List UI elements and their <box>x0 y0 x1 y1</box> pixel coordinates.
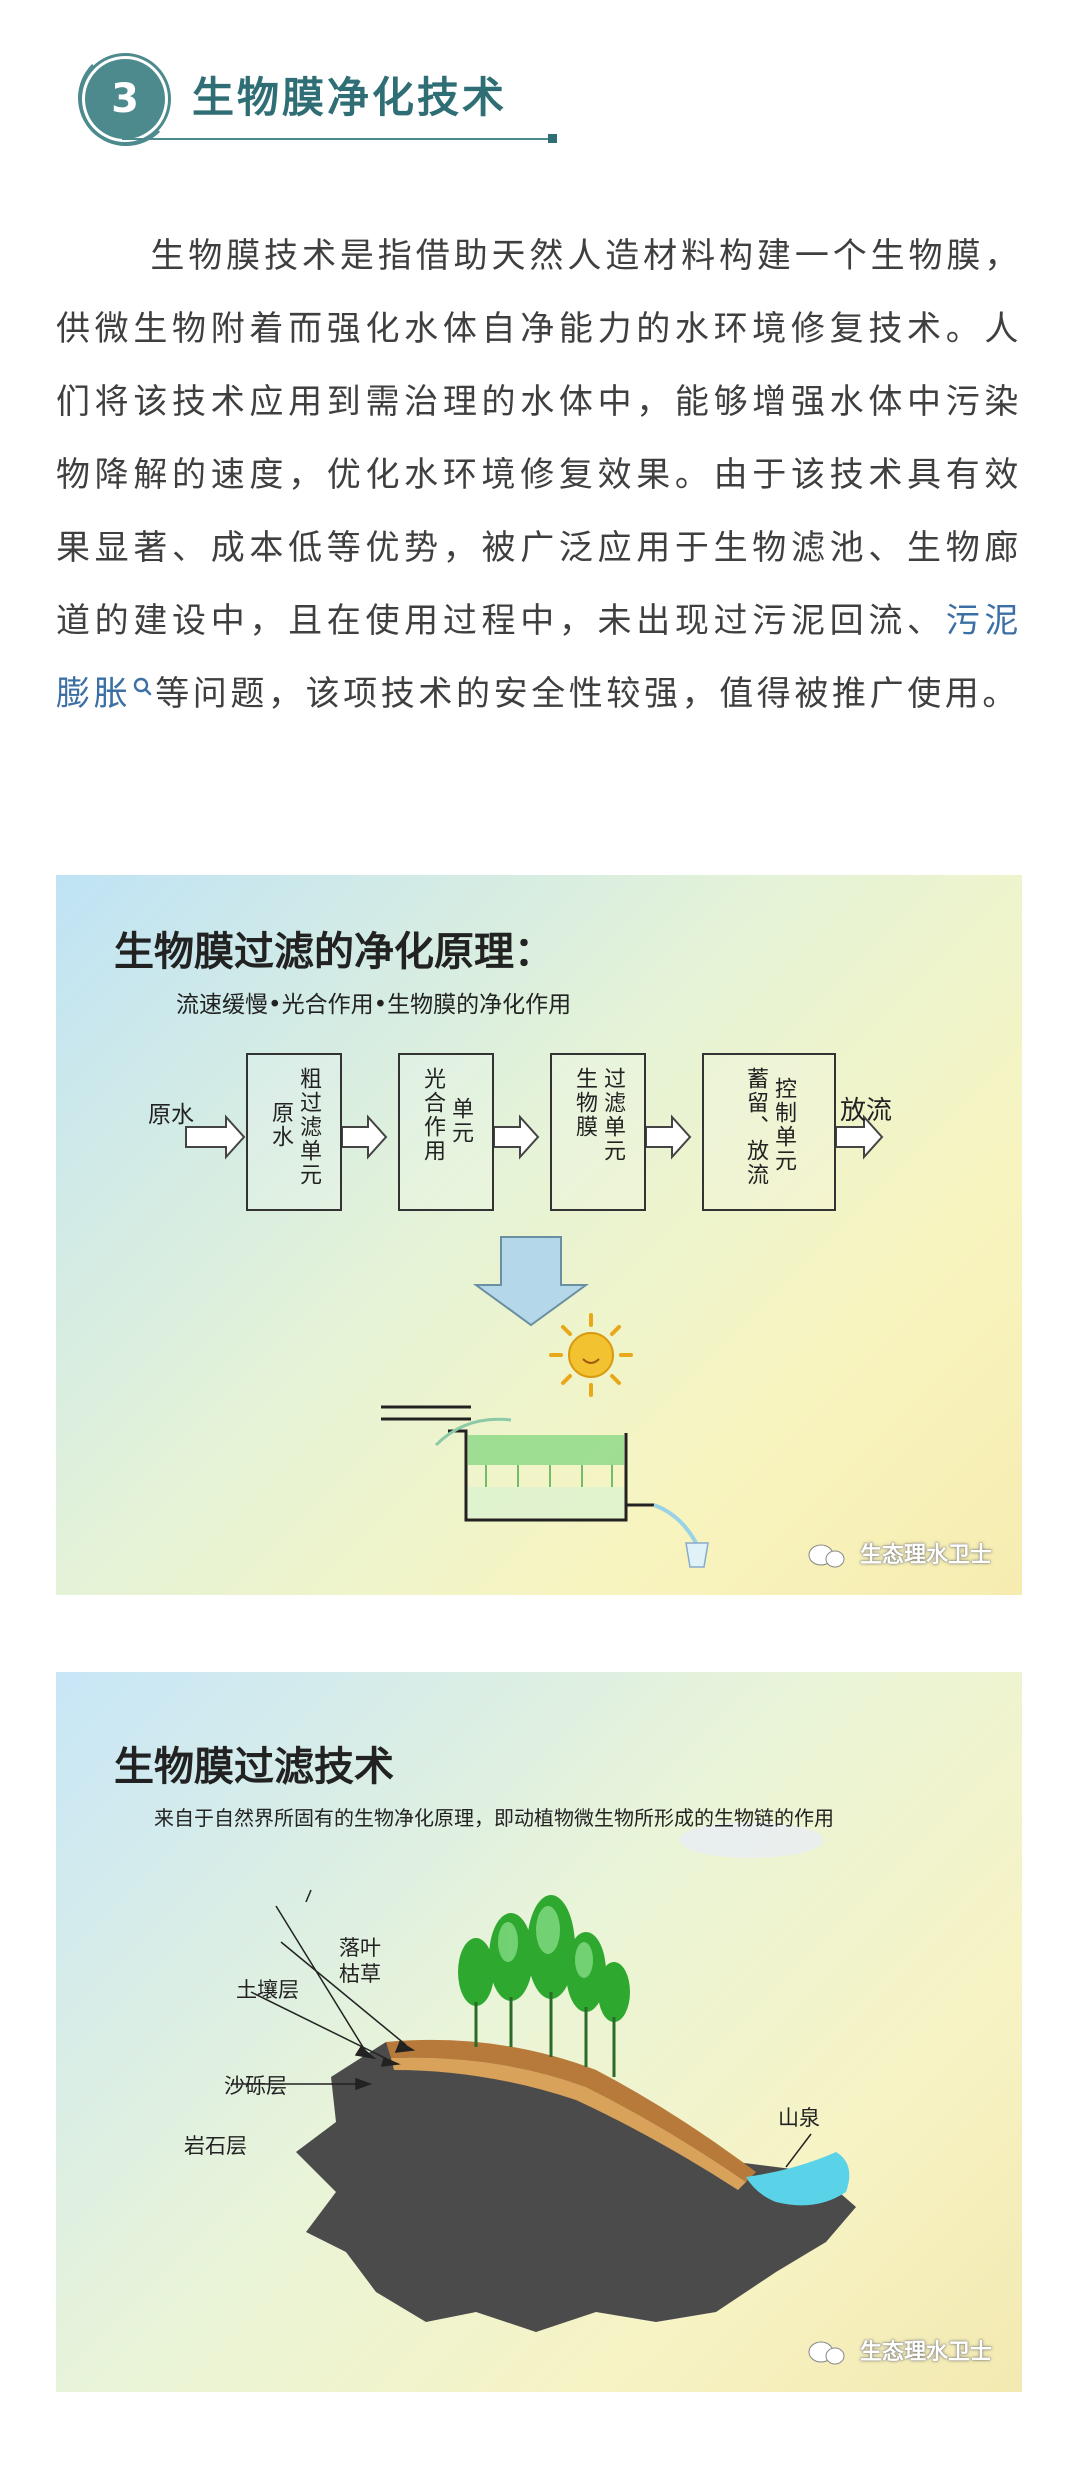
section-header: 3 生物膜净化技术 <box>78 48 557 146</box>
arrow-discharge <box>835 1114 884 1160</box>
unit1-label-col2: 原水 <box>268 1101 293 1149</box>
filter-tank <box>381 1405 654 1522</box>
spring-water-shape <box>746 2152 850 2206</box>
trees-icon <box>458 1895 630 2077</box>
unit2-label-col2: 光合作用 <box>420 1067 445 1163</box>
arrow-unit1-unit2 <box>341 1114 388 1160</box>
figure-purification-principle: 生物膜过滤的净化原理： 流速缓慢•光合作用•生物膜的净化作用 原水 放流 粗过滤… <box>56 875 1022 1595</box>
arrow-raw-water <box>185 1114 246 1160</box>
arrow-unit3-unit4 <box>645 1114 692 1160</box>
photosynthesis-unit: 单元 光合作用 <box>398 1053 494 1211</box>
figure1-title: 生物膜过滤的净化原理： <box>114 928 554 975</box>
unit3-label-col2: 生物膜 <box>572 1067 597 1139</box>
watermark-icon <box>808 2341 845 2365</box>
rock-layer-label: 岩石层 <box>184 2134 247 2158</box>
article-text-before-link: 生物膜技术是指借助天然人造材料构建一个生物膜，供微生物附着而强化水体自净能力的水… <box>56 236 1022 641</box>
rock-layer-shape <box>296 2042 856 2332</box>
keyword-link[interactable]: 污泥膨胀 <box>56 601 1022 714</box>
figure2-subtitle: 来自于自然界所固有的生物净化原理，即动植物微生物所形成的生物链的作用 <box>154 1806 834 1830</box>
retention-control-unit: 控制单元 蓄留、放流 <box>702 1053 836 1211</box>
spring-label: 山泉 <box>778 2106 820 2130</box>
down-arrow <box>472 1236 590 1327</box>
figure2-graphics <box>231 1822 856 2365</box>
unit4-label-col2: 蓄留、放流 <box>743 1067 768 1187</box>
figure-filtration-technology: 生物膜过滤技术 来自于自然界所固有的生物净化原理，即动植物微生物所形成的生物链的… <box>56 1672 1022 2392</box>
discharge-label: 放流 <box>840 1096 893 1126</box>
figure1-graphics <box>185 1114 884 1568</box>
article-text-after-link: 等问题，该项技术的安全性较强，值得被推广使用。 <box>155 674 1021 714</box>
section-number-ring <box>78 50 174 146</box>
unit4-label-col1: 控制单元 <box>771 1077 796 1173</box>
arrow-unit2-unit3 <box>493 1114 540 1160</box>
section-number-badge: 3 <box>82 56 168 142</box>
section-underline-dot <box>548 134 557 143</box>
sun-icon <box>549 1313 633 1397</box>
coarse-filter-unit: 粗过滤单元 原水 <box>246 1053 342 1211</box>
biofilm-filter-unit: 过滤单元 生物膜 <box>550 1053 646 1211</box>
figure2-watermark: 生态理水卫士 <box>859 2340 992 2365</box>
soil-layer-shape <box>386 2039 756 2182</box>
inflow-stream <box>434 1417 512 1447</box>
leaves-label-line2: 枯草 <box>339 1962 381 1986</box>
soil-layer-label: 土壤层 <box>236 1978 299 2002</box>
outflow-stream <box>653 1503 698 1544</box>
biofilm-layer <box>468 1435 624 1465</box>
leaves-label-line1: 落叶 <box>339 1936 381 1960</box>
unit2-label-col1: 单元 <box>448 1097 473 1145</box>
unit1-label-col1: 粗过滤单元 <box>296 1067 321 1187</box>
section-title: 生物膜净化技术 <box>192 73 508 122</box>
search-icon[interactable] <box>131 658 155 696</box>
watermark-icon <box>808 1544 845 1568</box>
figure1-watermark: 生态理水卫士 <box>859 1543 992 1568</box>
section-underline <box>122 138 554 140</box>
water-body <box>468 1487 624 1518</box>
figure2-title: 生物膜过滤技术 <box>114 1743 394 1790</box>
article-paragraph: 生物膜技术是指借助天然人造材料构建一个生物膜，供微生物附着而强化水体自净能力的水… <box>56 220 1022 731</box>
figure1-subtitle: 流速缓慢•光合作用•生物膜的净化作用 <box>176 992 572 1018</box>
raw-water-label: 原水 <box>148 1102 194 1128</box>
unit3-label-col1: 过滤单元 <box>600 1067 625 1163</box>
gravel-layer-label: 沙砾层 <box>224 2074 287 2098</box>
cup-icon <box>685 1542 709 1568</box>
